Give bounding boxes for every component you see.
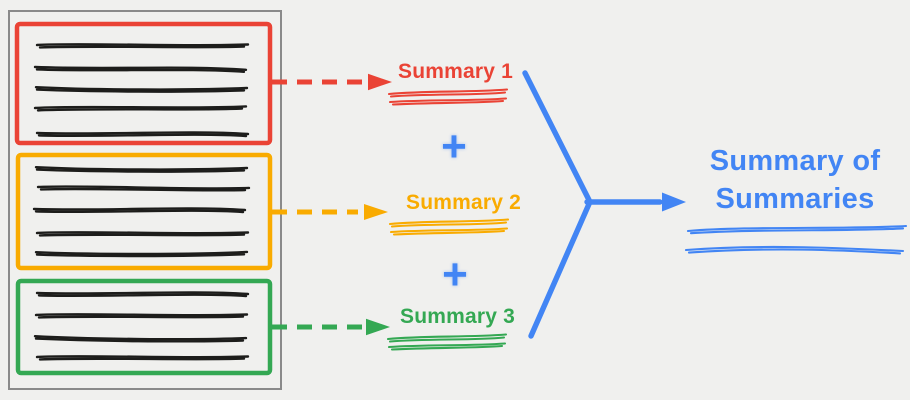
final-summary-title: Summary of Summaries	[693, 142, 897, 218]
final-summary-scribble	[684, 224, 908, 255]
document-1-text-lines	[33, 43, 250, 138]
arrowhead-icon	[662, 192, 686, 212]
final-summary-title-line1: Summary of	[709, 145, 881, 177]
documents-frame	[8, 10, 282, 390]
plus-operator-1: +	[441, 122, 467, 172]
document-2-box	[15, 152, 273, 271]
summary-2-scribble	[388, 218, 510, 236]
document-2-text-lines	[32, 165, 251, 258]
summary-2-label: Summary 2	[406, 191, 522, 214]
summary-1-label: Summary 1	[398, 60, 514, 83]
document-1-box	[14, 21, 273, 146]
arrow-document-2-to-summary-2	[272, 204, 388, 220]
arrowhead-icon	[364, 204, 388, 220]
plus-operator-2: +	[442, 250, 468, 300]
arrowhead-icon	[366, 318, 390, 336]
arrowhead-icon	[368, 73, 392, 91]
summary-3-scribble	[386, 333, 508, 351]
document-3-text-lines	[33, 291, 250, 361]
summary-3-label: Summary 3	[400, 305, 516, 328]
arrow-document-3-to-summary-3	[272, 318, 390, 336]
document-3-box	[15, 278, 273, 376]
arrow-document-1-to-summary-1	[272, 73, 392, 91]
summary-1-scribble	[387, 88, 509, 106]
final-summary-title-line2: Summaries	[715, 183, 875, 215]
merge-lines	[522, 70, 686, 339]
